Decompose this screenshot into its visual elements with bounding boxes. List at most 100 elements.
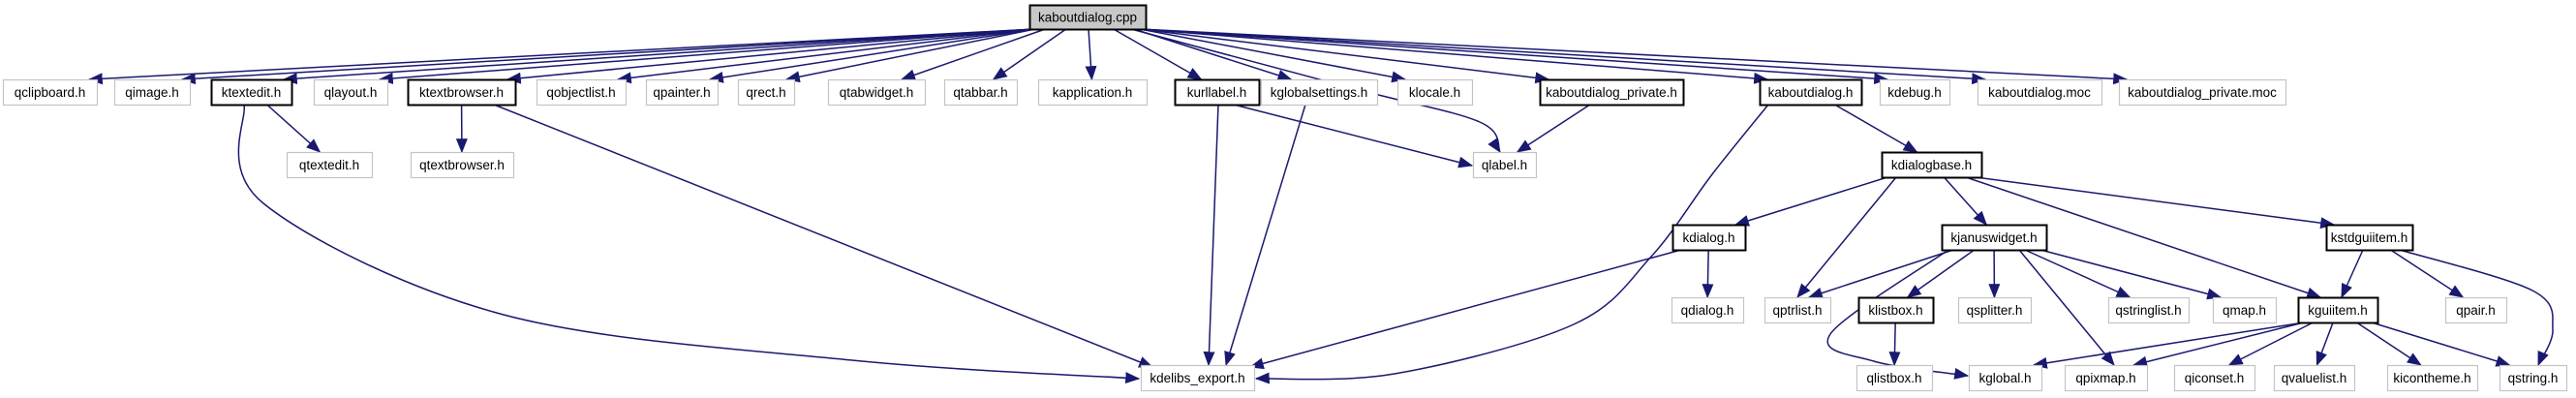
graph-node-kaboutdialog.moc[interactable]: kaboutdialog.moc [1977,78,2103,107]
include-edge-kaboutdialog.cpp-qrect.h [784,28,1036,83]
graph-node-kdebug.h[interactable]: kdebug.h [1879,78,1951,107]
node-box [313,78,389,107]
graph-node-kaboutdialog.cpp[interactable]: kaboutdialog.cpp [1028,4,1148,31]
graph-node-qtabbar.h[interactable]: qtabbar.h [943,78,1019,107]
include-edge-kaboutdialog.cpp-qlabel.h [1130,28,1501,153]
graph-node-qsplitter.h[interactable]: qsplitter.h [1957,296,2033,324]
graph-node-kglobal.h[interactable]: kglobal.h [1968,364,2043,392]
graph-node-kaboutdialog.h[interactable]: kaboutdialog.h [1759,78,1863,107]
node-box [2325,224,2414,252]
node-label: kdelibs_export.h [1150,371,1244,385]
node-box [1855,364,1934,392]
include-edge-kaboutdialog.cpp-qobjectlist.h [616,28,1036,84]
node-label: qlistbox.h [1866,371,1921,385]
include-edge-kaboutdialog.cpp-ktextedit.h [282,28,1036,85]
node-box [2444,296,2508,324]
graph-node-ktextbrowser.h[interactable]: ktextbrowser.h [407,78,517,107]
graph-node-qrect.h[interactable]: qrect.h [737,78,796,107]
graph-node-kicontheme.h[interactable]: kicontheme.h [2386,364,2479,392]
node-label: kapplication.h [1053,85,1133,100]
include-edge-kurllabel.h-kdelibs_export.h [1203,104,1219,367]
include-edge-kdialogbase.h-kguiitem.h [1965,176,2322,299]
graph-node-qimage.h[interactable]: qimage.h [113,78,192,107]
node-label: kicontheme.h [2393,371,2470,385]
include-edge-kdialog.h-qdialog.h [1702,249,1714,299]
node-label: qtextedit.h [299,158,359,172]
graph-node-qtextedit.h[interactable]: qtextedit.h [286,151,374,179]
graph-node-kaboutdialog_private.h[interactable]: kaboutdialog_private.h [1539,78,1685,107]
graph-node-qpixmap.h[interactable]: qpixmap.h [2064,364,2149,392]
include-edge-kaboutdialog.cpp-kaboutdialog_private.h [1139,28,1550,84]
node-label: qpixmap.h [2075,371,2135,385]
graph-node-klistbox.h[interactable]: klistbox.h [1857,296,1935,324]
include-edge-ktextedit.h-qtextedit.h [266,104,322,153]
graph-node-qtabwidget.h[interactable]: qtabwidget.h [827,78,927,107]
node-label: qtextbrowser.h [419,158,505,172]
node-label: kdebug.h [1887,85,1942,100]
node-label: qiconset.h [2185,371,2245,385]
node-box [1879,78,1951,107]
graph-node-kglobalsettings.h[interactable]: kglobalsettings.h [1260,78,1379,107]
graph-node-ktextedit.h[interactable]: ktextedit.h [210,78,293,107]
node-label: qstringlist.h [2115,303,2181,318]
graph-node-qstringlist.h[interactable]: qstringlist.h [2107,296,2191,324]
include-edge-kdialogbase.h-kdialog.h [1733,176,1888,227]
graph-node-kaboutdialog_private.moc[interactable]: kaboutdialog_private.moc [2118,78,2287,107]
include-edge-klistbox.h-qlistbox.h [1888,321,1901,367]
include-edge-kaboutdialog.cpp-kdebug.h [1139,28,1889,85]
node-box [1539,78,1685,107]
graph-node-qlayout.h[interactable]: qlayout.h [313,78,389,107]
graph-node-qmap.h[interactable]: qmap.h [2212,296,2278,324]
graph-node-kdialog.h[interactable]: kdialog.h [1671,224,1747,252]
node-label: qdialog.h [1681,303,1734,318]
graph-node-kdialogbase.h[interactable]: kdialogbase.h [1881,151,1983,179]
graph-node-qptrlist.h[interactable]: qptrlist.h [1763,296,1832,324]
graph-node-kdelibs_export.h[interactable]: kdelibs_export.h [1140,364,1256,392]
node-box [1763,296,1832,324]
node-box [2386,364,2479,392]
include-edge-kdialog.h-kdelibs_export.h [1248,249,1682,370]
include-edge-kdialogbase.h-kjanuswidget.h [1943,176,1988,226]
node-label: qtabwidget.h [840,85,914,100]
node-label: kglobal.h [1978,371,2031,385]
graph-node-qtextbrowser.h[interactable]: qtextbrowser.h [410,151,515,179]
node-label: qvaluelist.h [2282,371,2347,385]
graph-node-qobjectlist.h[interactable]: qobjectlist.h [536,78,628,107]
include-edge-kdialogbase.h-qptrlist.h [1796,176,1897,298]
graph-node-kstdguiitem.h[interactable]: kstdguiitem.h [2325,224,2414,252]
graph-node-klocale.h[interactable]: klocale.h [1396,78,1474,107]
node-box [2064,364,2149,392]
graph-node-qpair.h[interactable]: qpair.h [2444,296,2508,324]
graph-node-kurllabel.h[interactable]: kurllabel.h [1174,78,1261,107]
node-label: qlayout.h [324,85,378,100]
graph-node-qpainter.h[interactable]: qpainter.h [645,78,720,107]
graph-node-qstring.h[interactable]: qstring.h [2499,364,2568,392]
graph-node-kapplication.h[interactable]: kapplication.h [1037,78,1149,107]
include-edge-kaboutdialog.cpp-kurllabel.h [1113,28,1203,80]
node-box [1759,78,1863,107]
include-edge-kaboutdialog.cpp-qpainter.h [708,28,1036,83]
graph-node-kjanuswidget.h[interactable]: kjanuswidget.h [1941,224,2048,252]
node-label: kdialogbase.h [1891,158,1972,172]
include-edge-kstdguiitem.h-qstring.h [2399,249,2554,367]
include-edge-kguiitem.h-qvaluelist.h [2315,321,2334,367]
graph-node-qlistbox.h[interactable]: qlistbox.h [1855,364,1934,392]
graph-node-qlabel.h[interactable]: qlabel.h [1472,151,1538,179]
include-edge-kaboutdialog.cpp-ktextbrowser.h [506,28,1036,84]
graph-node-qvaluelist.h[interactable]: qvaluelist.h [2273,364,2356,392]
node-box [1396,78,1474,107]
graph-node-kguiitem.h[interactable]: kguiitem.h [2297,296,2379,324]
node-label: qsplitter.h [1967,303,2023,318]
include-edge-kaboutdialog.cpp-kaboutdialog_private.moc [1139,28,2129,85]
include-edge-kaboutdialog_private.h-qlabel.h [1516,104,1591,153]
node-box [286,151,374,179]
node-label: qobjectlist.h [546,85,615,100]
graph-node-qclipboard.h[interactable]: qclipboard.h [2,78,99,107]
node-box [113,78,192,107]
graph-node-qdialog.h[interactable]: qdialog.h [1671,296,1745,324]
include-edge-kstdguiitem.h-qpair.h [2390,249,2465,298]
graph-node-qiconset.h[interactable]: qiconset.h [2173,364,2256,392]
node-label: kaboutdialog.moc [1988,85,2091,100]
node-box [1941,224,2048,252]
